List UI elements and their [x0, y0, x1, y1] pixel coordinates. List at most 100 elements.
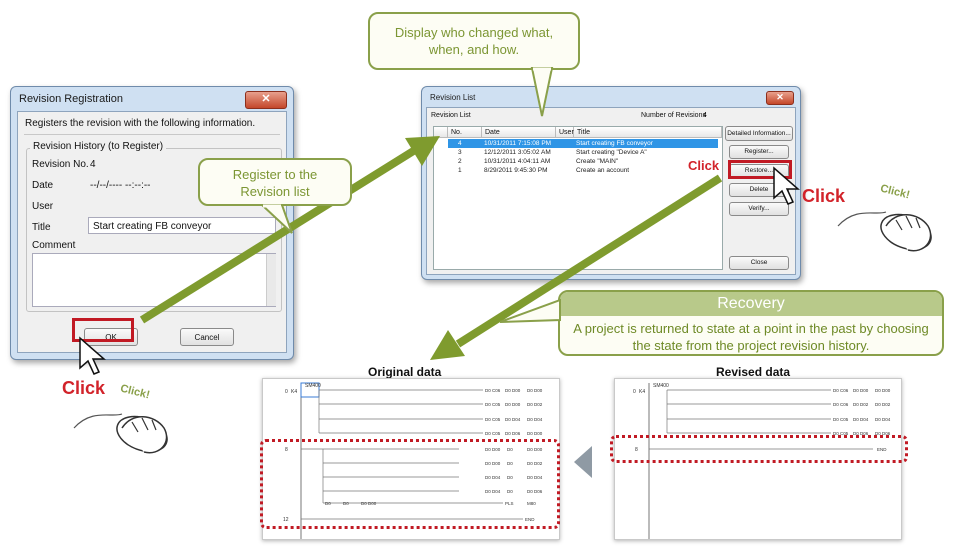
restore-arrow-shaft	[455, 174, 723, 348]
window-title: Revision Registration	[19, 93, 123, 105]
register-button[interactable]: Register...	[729, 145, 789, 159]
svg-text:K4: K4	[639, 389, 645, 395]
cell-no: 1	[458, 167, 462, 174]
close-icon[interactable]: ✕	[766, 91, 794, 105]
comment-scrollbar[interactable]	[266, 254, 276, 306]
cancel-button[interactable]: Cancel	[180, 328, 234, 346]
svg-text:D0 D04: D0 D04	[485, 489, 501, 494]
svg-text:D0 D00: D0 D00	[485, 461, 501, 466]
revision-no-label: Revision No.	[32, 159, 89, 170]
svg-text:D0: D0	[507, 447, 513, 452]
title-input[interactable]: Start creating FB conveyor	[88, 217, 276, 234]
intro-text: Registers the revision with the followin…	[25, 118, 256, 129]
svg-text:0: 0	[633, 389, 636, 395]
comment-label: Comment	[32, 240, 76, 251]
svg-text:D0 C05: D0 C05	[485, 402, 501, 407]
original-data-label: Original data	[368, 365, 442, 379]
group-label: Revision History (to Register)	[30, 141, 167, 152]
original-changed-region	[260, 439, 560, 529]
cell-date: 10/31/2011 4:04:11 AM	[484, 158, 551, 165]
click-label: Click	[802, 186, 846, 206]
svg-text:D0 D00: D0 D00	[527, 447, 543, 452]
list-label: Revision List	[431, 112, 471, 119]
click-label: Click	[688, 158, 720, 173]
svg-text:D0 D02: D0 D02	[527, 402, 543, 407]
recovery-body: A project is returned to state at a poin…	[573, 321, 929, 353]
title-label: Title	[32, 222, 51, 233]
svg-text:D0 D04: D0 D04	[527, 475, 543, 480]
table-row[interactable]: 4 10/31/2011 7:15:08 PM Start creating F…	[448, 139, 718, 148]
cursor-arrow-icon	[773, 166, 800, 205]
register-arrow-shaft	[139, 146, 418, 324]
compare-arrow-icon	[574, 446, 592, 478]
svg-text:D0 D04: D0 D04	[485, 475, 501, 480]
svg-text:D0 D00: D0 D00	[853, 388, 869, 393]
revision-count-label: Number of Revisions	[641, 112, 706, 119]
svg-text:END: END	[525, 517, 535, 522]
svg-text:D0: D0	[325, 501, 331, 506]
recovery-callout-pointer	[499, 298, 561, 323]
register-callout-pointer	[259, 204, 293, 234]
window-title: Revision List	[430, 93, 476, 102]
svg-text:D0 C05: D0 C05	[833, 431, 849, 436]
svg-text:D0: D0	[507, 461, 513, 466]
cell-date: 8/29/2011 9:45:30 PM	[484, 167, 548, 174]
column-header-no[interactable]: No.	[448, 127, 482, 138]
svg-text:D0 C05: D0 C05	[485, 431, 501, 436]
table-row[interactable]: 3 12/12/2011 3:05:02 AM Start creating "…	[448, 148, 722, 157]
column-header-date[interactable]: Date	[482, 127, 556, 138]
table-row[interactable]: 2 10/31/2011 4:04:11 AM Create "MAIN"	[448, 157, 722, 166]
svg-text:D0 D00: D0 D00	[875, 388, 891, 393]
restore-arrow-head	[430, 330, 465, 360]
svg-text:D0 D02: D0 D02	[875, 402, 891, 407]
svg-text:D0 C06: D0 C06	[833, 402, 849, 407]
detailed-information-button[interactable]: Detailed Information...	[725, 126, 793, 141]
display-callout-pointer	[530, 67, 554, 117]
display-callout: Display who changed what, when, and how.	[368, 12, 580, 70]
svg-text:D0 D04: D0 D04	[527, 417, 543, 422]
svg-text:SM400: SM400	[305, 383, 321, 389]
revised-changed-region	[610, 435, 908, 463]
svg-text:D0 D00: D0 D00	[361, 501, 377, 506]
cell-title: Start creating FB conveyor	[576, 140, 653, 147]
cursor-arrow-icon	[79, 336, 106, 375]
mouse-click-icon	[837, 211, 932, 252]
close-icon[interactable]: ✕	[245, 91, 287, 109]
revised-data-label: Revised data	[716, 365, 791, 379]
revision-no-value: 4	[90, 159, 96, 170]
svg-text:D0 D00: D0 D00	[527, 388, 543, 393]
svg-text:D0 C06: D0 C06	[833, 388, 849, 393]
svg-text:D0 D06: D0 D06	[853, 431, 869, 436]
svg-text:D0: D0	[343, 501, 349, 506]
column-header-user[interactable]: User	[556, 127, 574, 138]
ok-highlight	[72, 318, 134, 342]
cell-date: 12/12/2011 3:05:02 AM	[484, 149, 551, 156]
svg-text:D0 D04: D0 D04	[853, 417, 869, 422]
svg-text:END: END	[877, 447, 887, 452]
verify-button[interactable]: Verify...	[729, 202, 789, 216]
svg-text:M80: M80	[527, 501, 536, 506]
svg-text:D0 D06: D0 D06	[875, 431, 891, 436]
cell-no: 3	[458, 149, 462, 156]
register-callout: Register to the Revision list	[198, 158, 352, 206]
svg-text:8: 8	[285, 447, 288, 453]
svg-text:8: 8	[635, 447, 638, 453]
revision-table: No. Date User Title 4 10/31/2011 7:15:08…	[433, 126, 723, 270]
svg-text:D0 D04: D0 D04	[505, 417, 521, 422]
svg-text:K4: K4	[291, 389, 297, 395]
svg-text:D0 D02: D0 D02	[853, 402, 869, 407]
cell-title: Create "MAIN"	[576, 158, 619, 165]
column-header-title[interactable]: Title	[574, 127, 722, 138]
svg-text:SM400: SM400	[653, 383, 669, 389]
table-row[interactable]: 1 8/29/2011 9:45:30 PM Create an account	[448, 166, 722, 175]
recovery-title: Recovery	[560, 292, 942, 316]
svg-text:D0 C06: D0 C06	[485, 388, 501, 393]
close-button[interactable]: Close	[729, 256, 789, 270]
revision-count-value: 4	[703, 112, 707, 119]
restore-highlight	[728, 160, 792, 179]
